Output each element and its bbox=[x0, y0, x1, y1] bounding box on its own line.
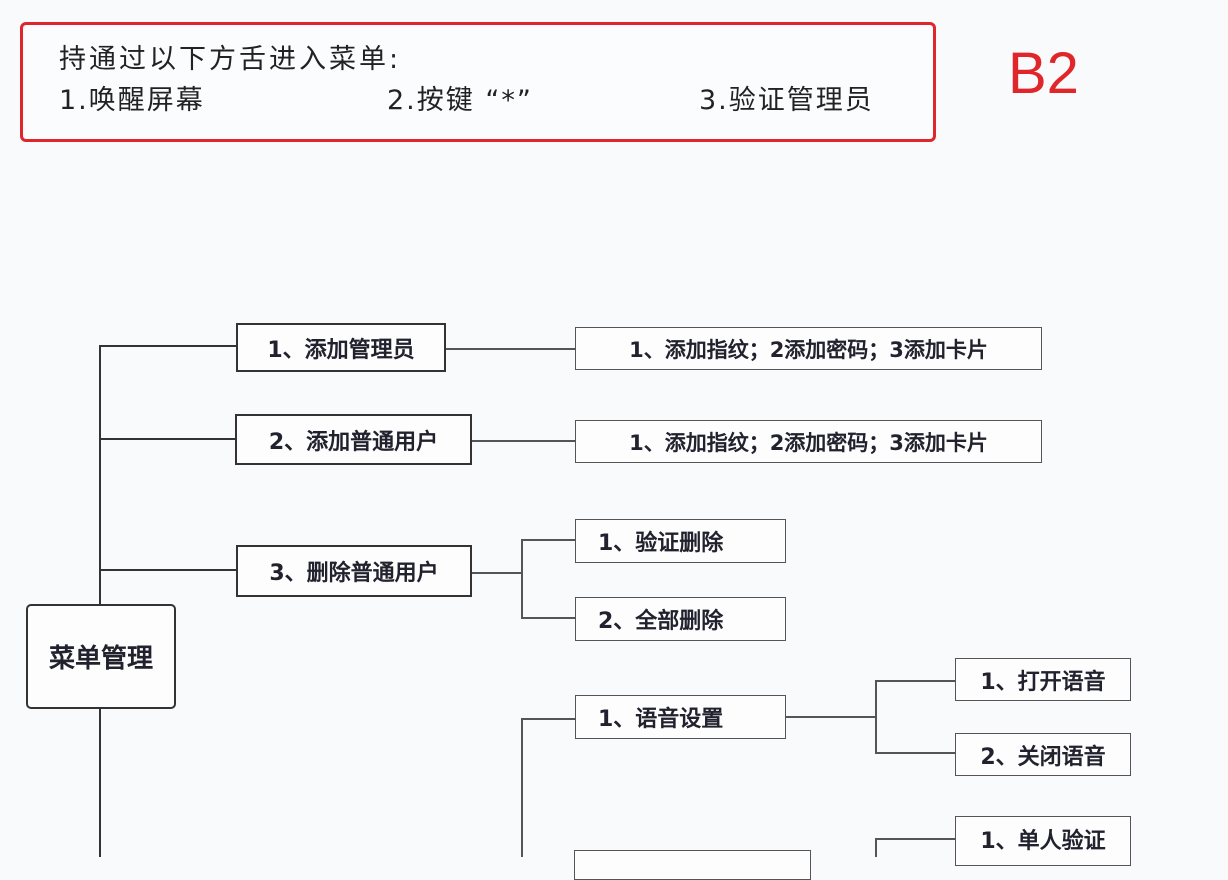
bracket-settings bbox=[521, 718, 523, 857]
connector-user-detail bbox=[472, 440, 575, 442]
menu-entry-notice: 持通过以下方舌进入菜单: 1.唤醒屏幕 2.按键 “*” 3.验证管理员 bbox=[20, 22, 936, 142]
node-voice-off: 2、关闭语音 bbox=[955, 733, 1131, 776]
connector-voice-bracket bbox=[786, 716, 876, 718]
connector-delete-bracket bbox=[472, 572, 522, 574]
trunk-line-upper bbox=[99, 345, 101, 605]
connector-admin-detail bbox=[446, 348, 575, 350]
notice-option-press-key: 2.按键 “*” bbox=[387, 85, 533, 116]
model-badge: B2 bbox=[1008, 41, 1079, 106]
connector-verify-delete bbox=[521, 539, 575, 541]
node-voice-settings: 1、语音设置 bbox=[575, 695, 786, 739]
connector-voice-on bbox=[875, 680, 955, 682]
connector-voice-off bbox=[875, 752, 955, 754]
trunk-line-lower bbox=[99, 708, 101, 857]
bracket-verify-mode bbox=[875, 838, 877, 857]
connector-branch-2 bbox=[99, 438, 235, 440]
node-delete-all: 2、全部删除 bbox=[575, 597, 786, 641]
node-add-admin: 1、添加管理员 bbox=[236, 323, 446, 372]
bracket-voice bbox=[875, 680, 877, 754]
connector-voice-settings bbox=[521, 718, 575, 720]
connector-branch-1 bbox=[99, 345, 236, 347]
node-verify-mode-partial bbox=[574, 850, 811, 880]
notice-title: 持通过以下方舌进入菜单: bbox=[59, 44, 402, 75]
node-voice-on: 1、打开语音 bbox=[955, 658, 1131, 701]
notice-option-verify-admin: 3.验证管理员 bbox=[699, 85, 874, 116]
node-verify-delete: 1、验证删除 bbox=[575, 519, 786, 563]
node-user-credentials: 1、添加指纹；2添加密码；3添加卡片 bbox=[575, 420, 1042, 463]
node-single-verify: 1、单人验证 bbox=[955, 816, 1131, 866]
connector-single-verify bbox=[875, 838, 955, 840]
node-delete-user: 3、删除普通用户 bbox=[236, 545, 472, 597]
connector-delete-all bbox=[521, 617, 575, 619]
node-add-user: 2、添加普通用户 bbox=[235, 414, 472, 465]
node-admin-credentials: 1、添加指纹；2添加密码；3添加卡片 bbox=[575, 327, 1042, 370]
notice-option-wake-screen: 1.唤醒屏幕 bbox=[59, 85, 205, 116]
root-node-menu-management: 菜单管理 bbox=[26, 604, 176, 709]
connector-branch-3 bbox=[99, 569, 236, 571]
bracket-delete bbox=[521, 539, 523, 619]
